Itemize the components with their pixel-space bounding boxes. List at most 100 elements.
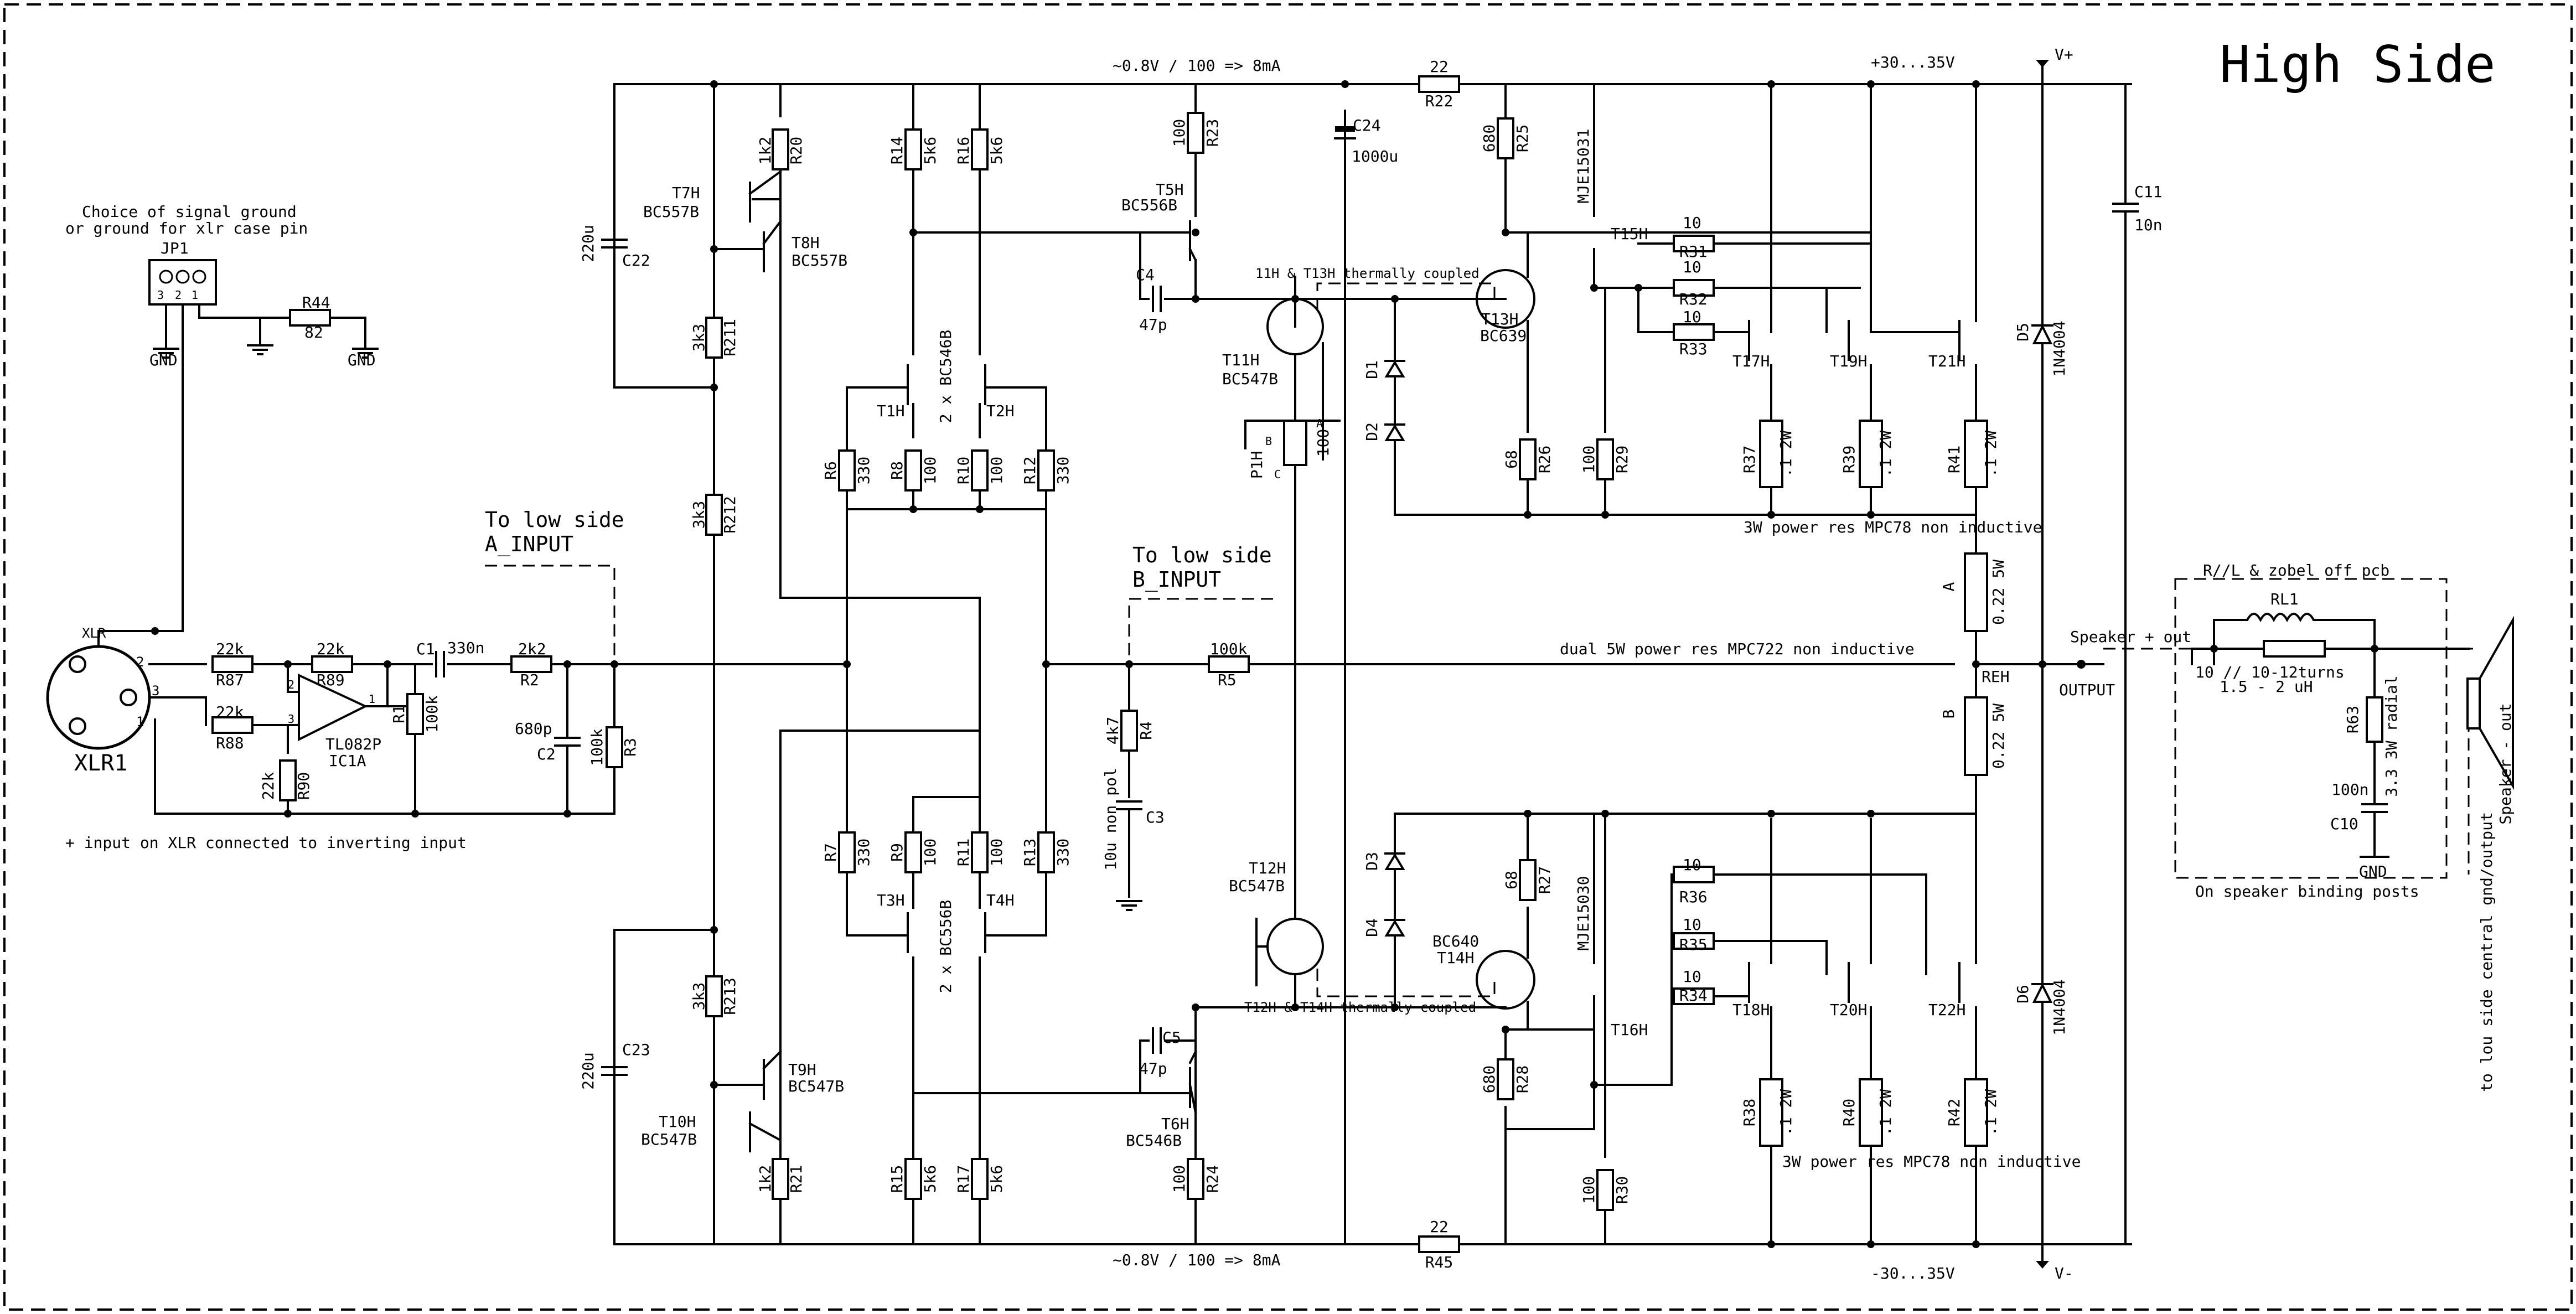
- vplus-voltage: +30...35V: [1871, 53, 1955, 71]
- c4-name: C4: [1136, 266, 1155, 284]
- rl1-note-line-1: 10 // 10-12turns: [2195, 663, 2345, 681]
- t16-name: T16H: [1611, 1021, 1648, 1039]
- zobel-box: [2174, 578, 2448, 879]
- r12-value: 330: [1054, 457, 1072, 485]
- r17-value: 5k6: [987, 1165, 1006, 1193]
- r24-value: 100: [1170, 1165, 1188, 1193]
- r21-value: 1k2: [756, 1165, 774, 1193]
- xlr-input-note: + input on XLR connected to inverting in…: [65, 834, 467, 852]
- vminus-arrow: [2036, 1261, 2049, 1269]
- t17-name: T17H: [1732, 352, 1770, 370]
- xlr-pin-label: XLR: [82, 625, 106, 641]
- t4-name: T4H: [986, 891, 1015, 909]
- r29-name: R29: [1613, 446, 1631, 474]
- r211-name: R211: [721, 319, 739, 356]
- r212-value: 3k3: [690, 501, 708, 529]
- c10-name: C10: [2330, 815, 2358, 833]
- r10-name: R10: [954, 457, 973, 485]
- speaker-note-line-1: to lou side central gnd/output: [2477, 812, 2496, 1092]
- reh-name: REH: [1982, 668, 2010, 686]
- t1-name: T1H: [877, 402, 905, 420]
- zobel-box-title: R//L & zobel off pcb: [2203, 561, 2389, 580]
- r36-name: R36: [1679, 888, 1708, 906]
- r4-value: 4k7: [1104, 717, 1122, 745]
- r5-name: R5: [1218, 671, 1237, 689]
- r35-name: R35: [1679, 935, 1708, 954]
- t10-part: BC547B: [641, 1130, 697, 1149]
- t15-part: MJE15031: [1574, 129, 1592, 204]
- r26-value: 68: [1502, 450, 1520, 469]
- r13-value: 330: [1054, 839, 1072, 867]
- t12-name: T12H: [1249, 859, 1286, 877]
- c24-name: C24: [1353, 116, 1381, 134]
- r4-name: R4: [1137, 721, 1155, 740]
- c11-value: 10n: [2134, 216, 2163, 234]
- r44-name: R44: [302, 293, 330, 312]
- gnd-label-jp1-left: GND: [149, 351, 178, 369]
- r41-value: .1 2W: [1982, 431, 2000, 477]
- r89-value: 22k: [317, 640, 345, 658]
- c2-value: 680p: [515, 720, 552, 738]
- t5-name: T5H: [1156, 180, 1184, 199]
- gnd-label-jp1-right: GND: [348, 351, 376, 369]
- r7-value: 330: [855, 839, 873, 867]
- r33-value: 10: [1683, 308, 1701, 326]
- r38-name: R38: [1740, 1099, 1758, 1127]
- t15-name: T15H: [1611, 225, 1648, 243]
- t5-part: BC556B: [1121, 196, 1177, 214]
- a-input-label-line-2: A_INPUT: [485, 532, 573, 557]
- jp1-pin-1: 1: [192, 288, 198, 302]
- xlr-pin-2: 2: [136, 654, 144, 670]
- xlr-pin-1: 1: [136, 714, 144, 730]
- t6-name: T6H: [1161, 1115, 1189, 1133]
- r23-value: 100: [1170, 119, 1188, 147]
- d3-name: D3: [1363, 852, 1381, 871]
- jp1-pin-2: 2: [175, 288, 182, 302]
- r37-name: R37: [1740, 446, 1758, 474]
- rl1-name: RL1: [2270, 590, 2299, 608]
- sheet-title: High Side: [2220, 35, 2496, 94]
- pair-bottom-part: 2 x BC556B: [937, 900, 955, 994]
- c2-name: C2: [537, 745, 556, 763]
- zobel-box-footer: On speaker binding posts: [2195, 882, 2419, 901]
- c11-name: C11: [2134, 183, 2163, 201]
- speaker-note-line-2: Speaker - out: [2496, 703, 2515, 824]
- r12-name: R12: [1021, 457, 1039, 485]
- t11-part: BC547B: [1222, 370, 1278, 388]
- c1-name: C1: [416, 640, 435, 658]
- d5-name: D5: [2014, 323, 2032, 342]
- t8-part: BC557B: [792, 251, 847, 270]
- c3-value: 10u non pol: [1101, 768, 1120, 870]
- r38-value: .1 2W: [1777, 1089, 1795, 1136]
- t19-name: T19H: [1830, 352, 1867, 370]
- p1-name: P1H: [1248, 451, 1266, 479]
- opamp-part: TL082P: [325, 735, 381, 753]
- r31-name: R31: [1679, 242, 1708, 261]
- r39-value: .1 2W: [1876, 431, 1895, 477]
- r21-name: R21: [787, 1165, 805, 1193]
- r16-value: 5k6: [987, 137, 1006, 165]
- jp1-name: JP1: [161, 239, 189, 257]
- zobel-gnd: GND: [2359, 862, 2387, 881]
- c24-value: 1000u: [1352, 147, 1398, 165]
- r20-name: R20: [787, 137, 805, 165]
- r27-name: R27: [1535, 866, 1554, 894]
- t7-name: T7H: [672, 184, 700, 202]
- r28-name: R28: [1513, 1065, 1532, 1094]
- r3-name: R3: [621, 738, 639, 757]
- r13-name: R13: [1021, 839, 1039, 867]
- c1-value: 330n: [447, 639, 484, 657]
- r5-value: 100k: [1210, 640, 1248, 658]
- t6-part: BC546B: [1126, 1131, 1182, 1150]
- p1-value: 100: [1314, 429, 1332, 457]
- t2-name: T2H: [986, 402, 1015, 420]
- r63-value: 3.3 3W radial: [2382, 675, 2401, 796]
- rail-current-note-bottom: ~0.8V / 100 => 8mA: [1113, 1251, 1281, 1269]
- sheet-border: [3, 3, 2573, 1311]
- r14-name: R14: [888, 137, 906, 165]
- thermal-note-bottom: T12H & T14H thermally coupled: [1244, 1000, 1476, 1015]
- r1-value: 100k: [423, 695, 441, 733]
- speaker-icon: [2466, 615, 2514, 790]
- r24-name: R24: [1203, 1165, 1222, 1193]
- reh-a-value: 0.22 5W: [1989, 560, 2008, 625]
